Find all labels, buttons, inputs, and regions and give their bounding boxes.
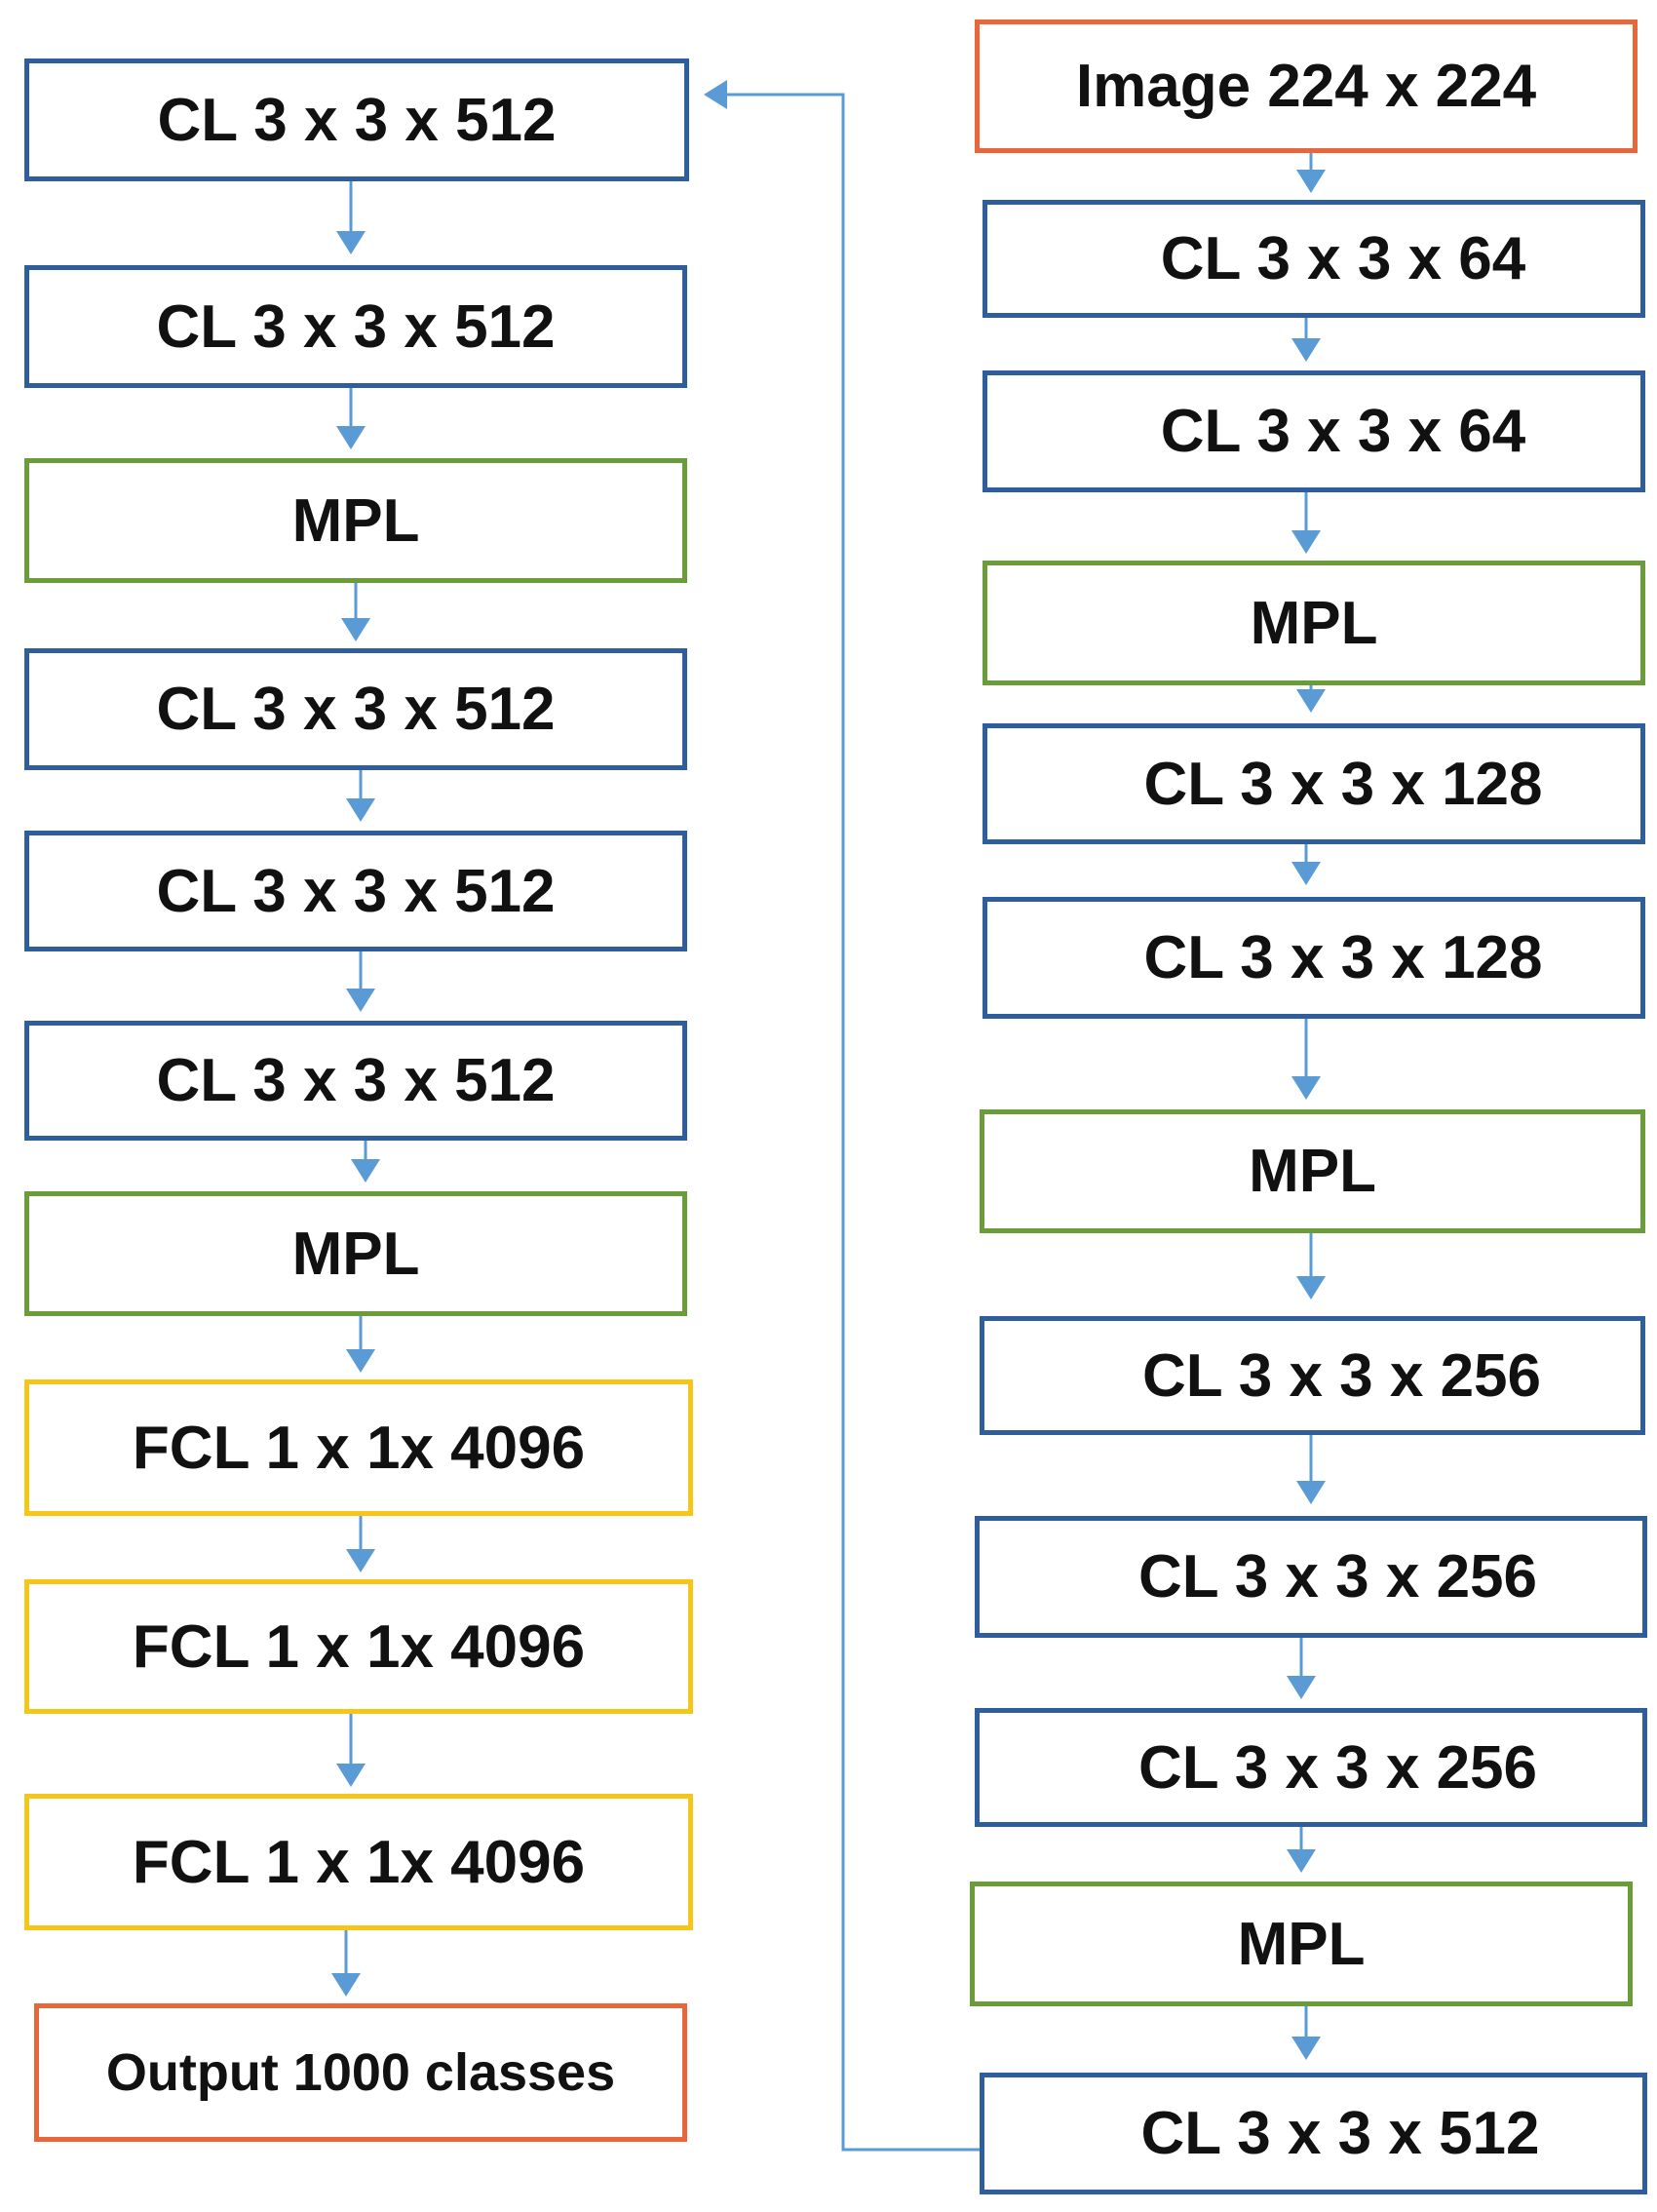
input-image-box: Image 224 x 224 — [975, 19, 1638, 153]
fully-connected-layer-box: FCL 1 x 1x 4096 — [24, 1794, 693, 1930]
max-pool-layer-box: MPL — [970, 1882, 1633, 2006]
conv-layer-box: CL 3 x 3 x 64 — [983, 200, 1645, 318]
max-pool-layer-box: MPL — [24, 458, 687, 583]
max-pool-layer-box: MPL — [980, 1109, 1645, 1233]
conv-layer-box: CL 3 x 3 x 512 — [24, 831, 687, 951]
conv-layer-box: CL 3 x 3 x 128 — [983, 897, 1645, 1019]
max-pool-layer-box: MPL — [24, 1191, 687, 1316]
conv-layer-box: CL 3 x 3 x 64 — [983, 370, 1645, 492]
conv-layer-box: CL 3 x 3 x 256 — [975, 1708, 1647, 1827]
output-classes-box: Output 1000 classes — [34, 2003, 687, 2142]
conv-layer-box: CL 3 x 3 x 512 — [980, 2073, 1647, 2194]
fully-connected-layer-box: FCL 1 x 1x 4096 — [24, 1579, 693, 1714]
max-pool-layer-box: MPL — [983, 561, 1645, 685]
conv-layer-box: CL 3 x 3 x 512 — [24, 648, 687, 770]
conv-layer-box: CL 3 x 3 x 512 — [24, 1021, 687, 1141]
arrow-r-conv-8-to-l-conv-1 — [704, 80, 980, 2152]
conv-layer-box: CL 3 x 3 x 128 — [983, 723, 1645, 844]
conv-layer-box: CL 3 x 3 x 512 — [24, 58, 689, 181]
conv-layer-box: CL 3 x 3 x 256 — [980, 1316, 1645, 1435]
conv-layer-box: CL 3 x 3 x 512 — [24, 265, 687, 388]
fully-connected-layer-box: FCL 1 x 1x 4096 — [24, 1379, 693, 1516]
conv-layer-box: CL 3 x 3 x 256 — [975, 1516, 1647, 1638]
